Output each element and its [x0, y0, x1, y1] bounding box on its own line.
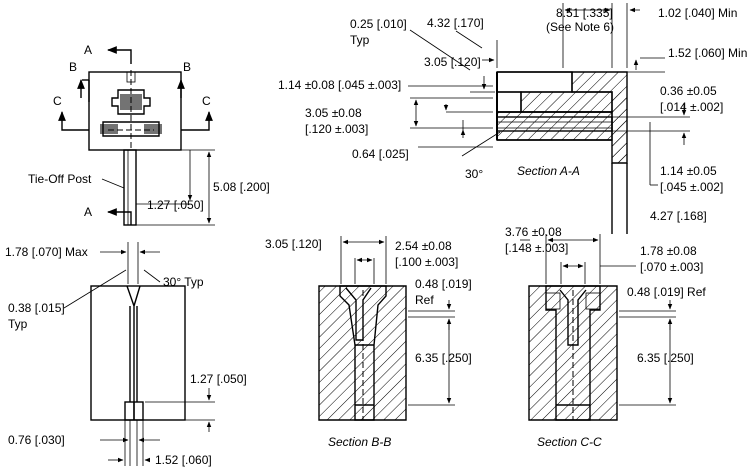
label-c-left: C	[53, 94, 62, 108]
dim-note-text: (See Note 6)	[546, 20, 614, 34]
contact-lower-left	[100, 124, 118, 134]
dim-010-text: 0.25 [.010]	[350, 17, 407, 31]
top-view: A A B B C C Tie-Off Post 5.08 [.200] 1.2…	[28, 43, 270, 226]
dim-cc-148-text2: [.148 ±.003]	[505, 241, 568, 255]
aa-upper-cavity	[496, 71, 573, 93]
section-c-arrow-left	[58, 111, 89, 131]
dim-120a-text: 3.05 [.120]	[424, 55, 481, 69]
dim-170-text: 4.32 [.170]	[427, 16, 484, 30]
dim-045b-text2: [.045 ±.002]	[660, 180, 723, 194]
section-cc-caption: Section C-C	[537, 435, 602, 449]
bb-contact	[345, 287, 372, 341]
section-aa: 8.51 [.335] (See Note 6) 1.02 [.040] Min…	[278, 3, 747, 234]
dim-bb-100-text1: 2.54 ±0.08	[395, 239, 452, 253]
dim-height-text: 5.08 [.200]	[213, 180, 270, 194]
dim-cc-019-text: 0.48 [.019] Ref	[627, 285, 706, 299]
front-slot	[126, 285, 141, 420]
dim-angle-text: 30°	[465, 167, 483, 181]
dim-025-text: 0.64 [.025]	[352, 147, 409, 161]
dim-045b-text1: 1.14 ±0.05	[660, 164, 717, 178]
housing-outline	[88, 71, 182, 151]
dim-050-text: 1.27 [.050]	[190, 372, 247, 386]
dim-bb-ref-text: Ref	[415, 293, 434, 307]
dim-cc-148-text1: 3.76 ±0.08	[505, 225, 562, 239]
dim-post-text: 1.27 [.050]	[147, 198, 204, 212]
bb-cavity	[339, 285, 387, 421]
dim-bb-100-text2: [.100 ±.003]	[395, 255, 458, 269]
section-a-arrow-bottom	[107, 208, 132, 225]
dim-060-text: 1.52 [.060]	[155, 453, 212, 467]
dim-max-text: 1.78 [.070] Max	[5, 245, 88, 259]
dim-030-text: 0.76 [.030]	[8, 433, 65, 447]
dim-cc-070-text1: 1.78 ±0.08	[640, 244, 697, 258]
section-c-arrow-right	[181, 111, 213, 131]
dim-min1-text: 1.02 [.040] Min	[658, 6, 737, 20]
section-a-arrow-top	[107, 46, 132, 64]
label-a-bottom: A	[84, 205, 92, 219]
dim-014-text1: 0.36 ±0.05	[660, 84, 717, 98]
dim-cc-250-text: 6.35 [.250]	[637, 351, 694, 365]
section-bb-caption: Section B-B	[328, 435, 391, 449]
tie-off-post-label: Tie-Off Post	[28, 172, 92, 186]
dim-width-text: 8.51 [.335]	[556, 6, 613, 20]
contact-cavity-upper	[111, 89, 151, 115]
dim-015-typ: Typ	[8, 317, 28, 331]
dim-cc-168-text: 4.27 [.168]	[650, 209, 707, 223]
dim-120b-text2: [.120 ±.003]	[305, 122, 368, 136]
dim-045a-text: 1.14 ±0.08 [.045 ±.003]	[278, 78, 401, 92]
dim-bb-120-text: 3.05 [.120]	[265, 237, 322, 251]
dim-014-text2: [.014 ±.002]	[660, 100, 723, 114]
dim-min2-text: 1.52 [.060] Min	[668, 46, 747, 60]
label-a-top: A	[84, 43, 92, 57]
tie-off-post	[123, 149, 137, 226]
dim-cc-070-text2: [.070 ±.003]	[640, 260, 703, 274]
dim-bb-019-text: 0.48 [.019]	[415, 277, 472, 291]
aa-contact-block	[496, 91, 522, 113]
aa-lower-body	[496, 111, 613, 141]
dim-bb-250-text: 6.35 [.250]	[415, 351, 472, 365]
label-b-left: B	[69, 60, 77, 74]
dim-typ-text: Typ	[350, 33, 370, 47]
label-c-right: C	[202, 94, 211, 108]
contact-lower-right	[144, 124, 162, 134]
front-view: 1.78 [.070] Max 30° Typ 0.38 [.015] Typ …	[5, 242, 247, 467]
section-bb: 3.05 [.120] 2.54 ±0.08 [.100 ±.003] 0.48…	[265, 236, 472, 449]
dim-015-text: 0.38 [.015]	[8, 301, 65, 315]
front-outline	[90, 285, 186, 421]
label-b-right: B	[183, 60, 191, 74]
section-cc: 3.76 ±0.08 [.148 ±.003] 4.27 [.168] 1.78…	[505, 209, 707, 449]
dim-120b-text1: 3.05 ±0.08	[305, 106, 362, 120]
tie-off-leader	[101, 178, 125, 189]
section-aa-caption: Section A-A	[517, 164, 580, 178]
dim-30typ-text: 30° Typ	[163, 275, 204, 289]
